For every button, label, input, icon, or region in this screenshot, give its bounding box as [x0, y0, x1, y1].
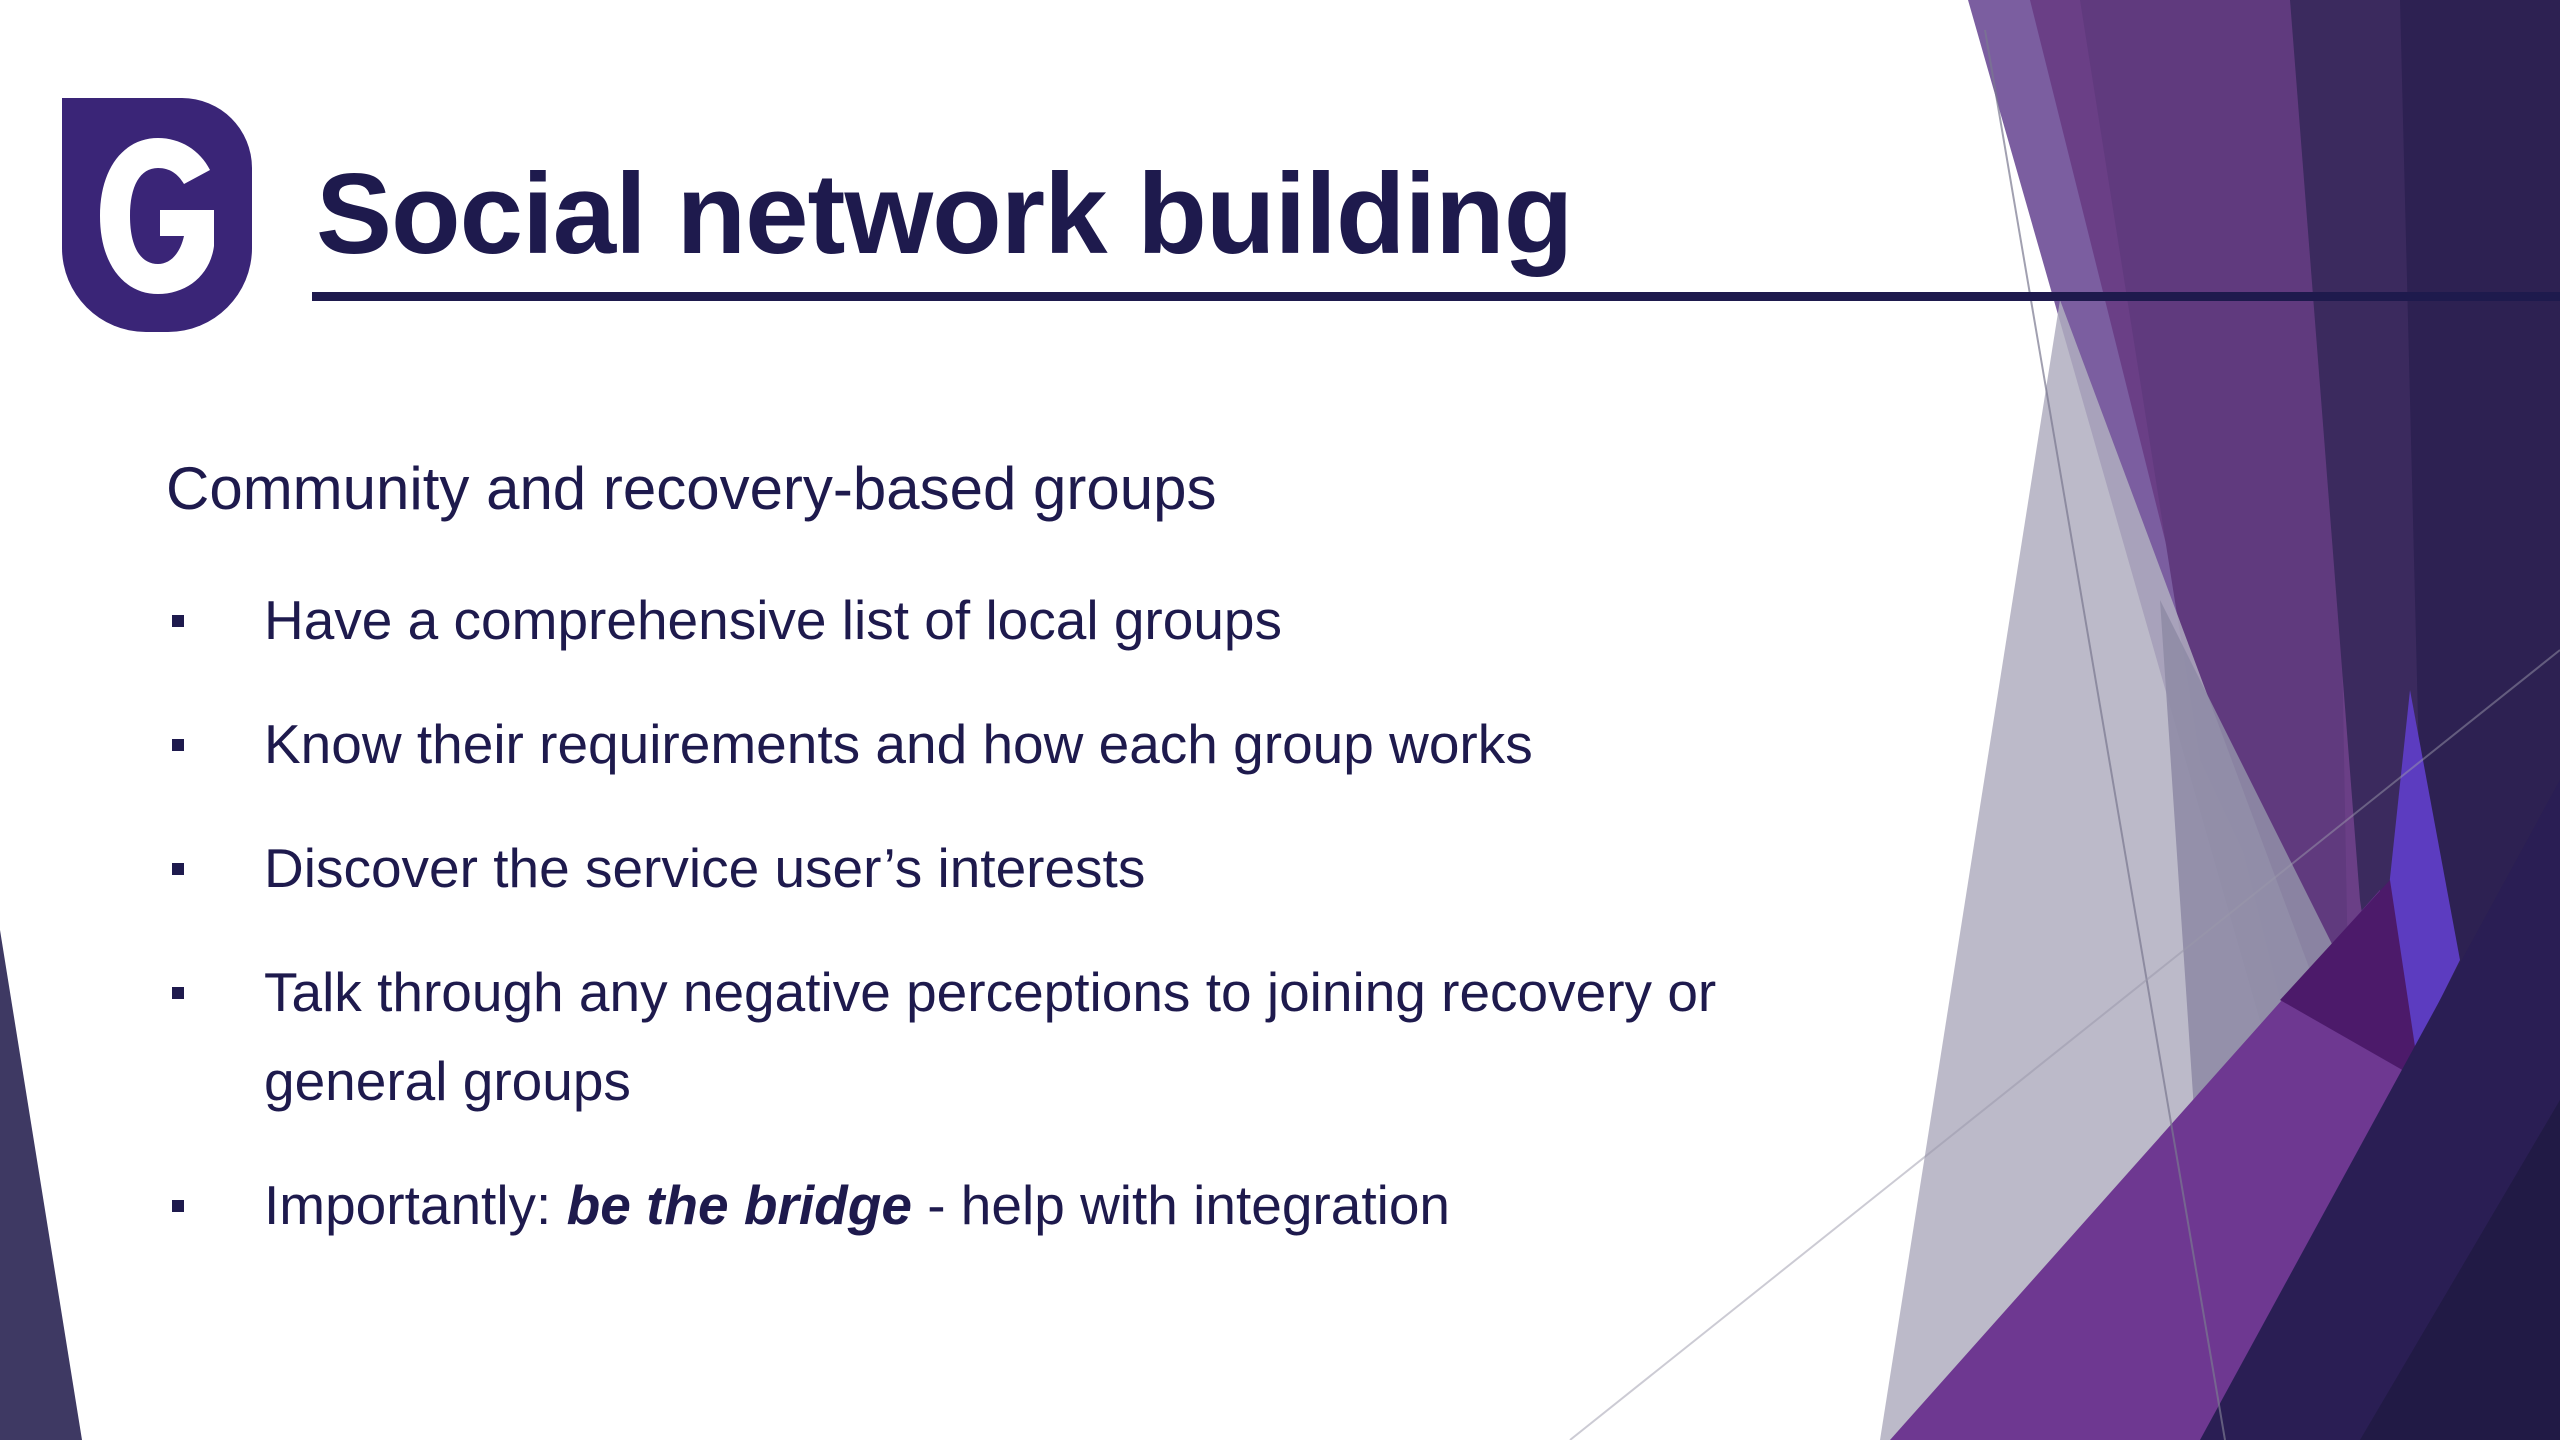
- square-bullet-icon: [172, 739, 184, 751]
- thin-line-1: [1984, 29, 2226, 1440]
- title-underline: [312, 292, 2560, 301]
- logo-g-icon: [62, 98, 252, 332]
- right-panel-plum: [2080, 0, 2350, 1080]
- bullet-text: Know their requirements and how each gro…: [264, 713, 1533, 775]
- bullet-suffix: - help with integration: [911, 1174, 1450, 1236]
- bottom-magenta: [2280, 880, 2420, 1080]
- page-title: Social network building: [316, 151, 1573, 278]
- square-bullet-icon: [172, 1200, 184, 1212]
- list-item: Importantly: be the bridge - help with i…: [166, 1161, 1866, 1250]
- grey-wedge-2: [2160, 600, 2340, 1200]
- bullet-text: Importantly: be the bridge - help with i…: [264, 1174, 1450, 1236]
- bullet-prefix: Importantly:: [264, 1174, 567, 1236]
- list-item: Have a comprehensive list of local group…: [166, 576, 1866, 665]
- thin-line-2: [1569, 649, 2560, 1440]
- bottom-deeper: [2360, 1100, 2560, 1440]
- square-bullet-icon: [172, 863, 184, 875]
- bullet-text: Talk through any negative perceptions to…: [264, 961, 1717, 1112]
- bullet-list: Have a comprehensive list of local group…: [166, 576, 1866, 1285]
- list-item: Know their requirements and how each gro…: [166, 700, 1866, 789]
- grey-wedge: [1880, 300, 2310, 1440]
- bullet-text: Have a comprehensive list of local group…: [264, 589, 1283, 651]
- left-edge-shape: [0, 930, 82, 1440]
- list-item: Talk through any negative perceptions to…: [166, 948, 1866, 1126]
- bullet-text: Discover the service user’s interests: [264, 837, 1146, 899]
- square-bullet-icon: [172, 987, 184, 999]
- section-subheading: Community and recovery-based groups: [166, 455, 1217, 522]
- square-bullet-icon: [172, 615, 184, 627]
- bullet-emphasis: be the bridge: [566, 1174, 912, 1236]
- list-item: Discover the service user’s interests: [166, 824, 1866, 913]
